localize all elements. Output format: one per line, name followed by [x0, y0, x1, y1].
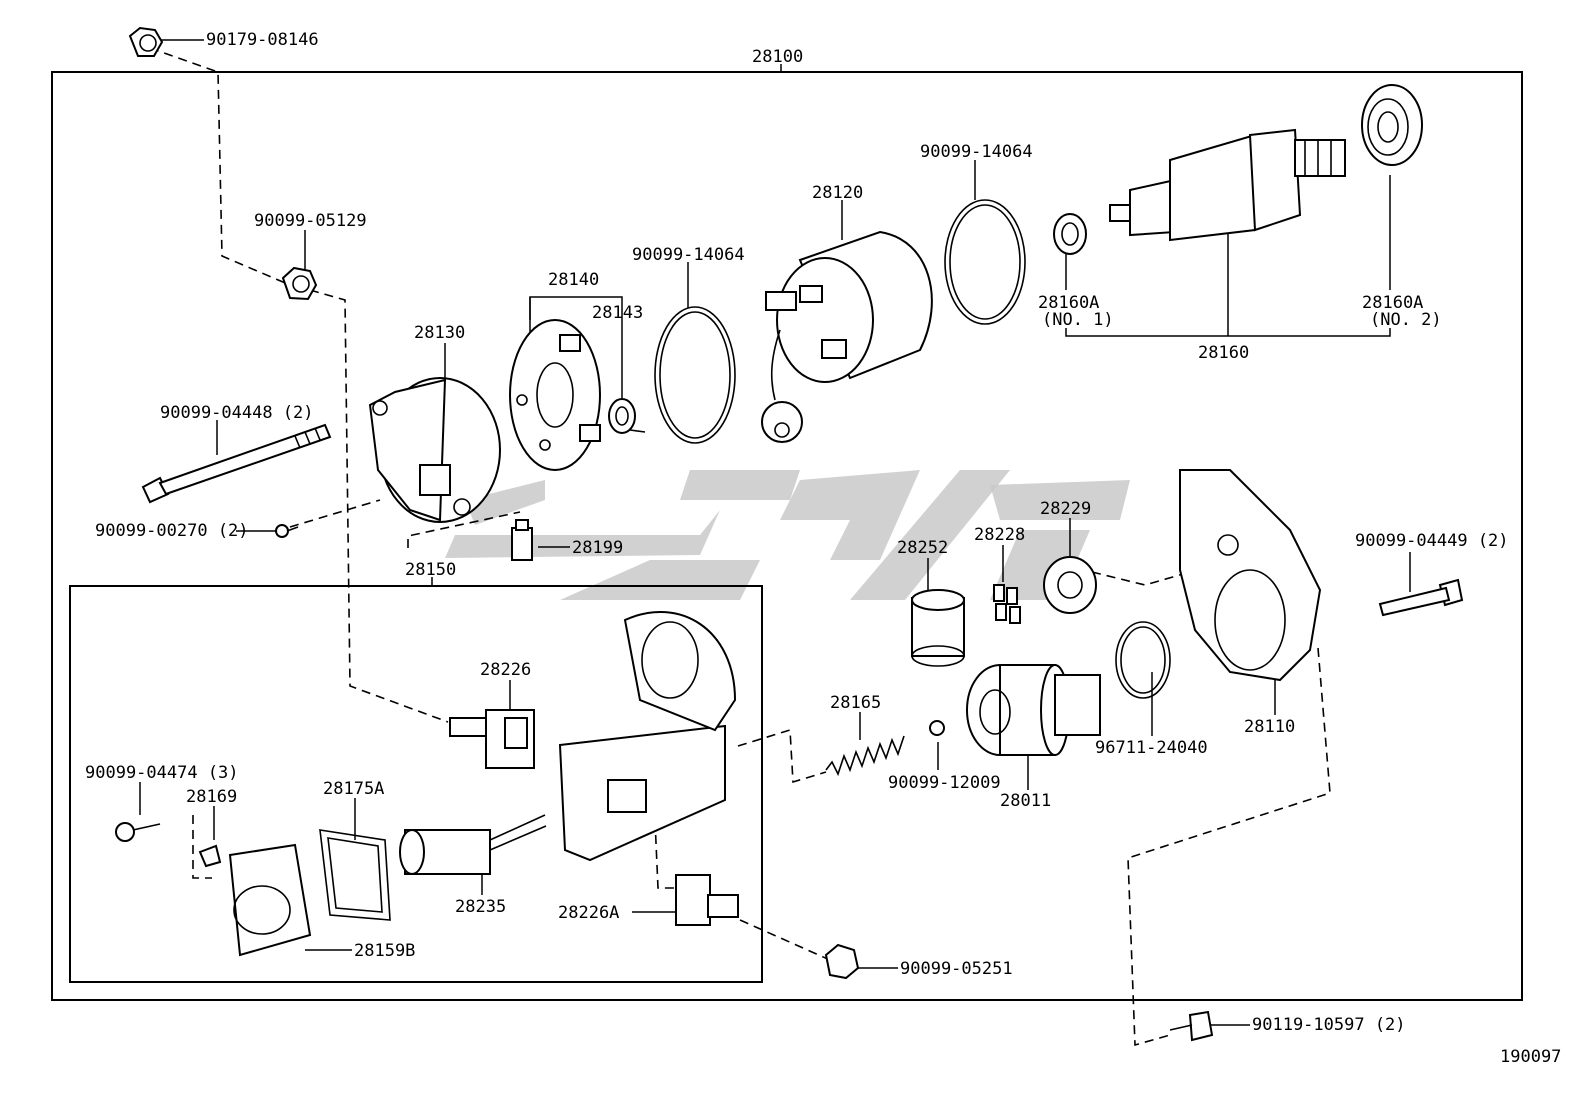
label-28175a: 28175A [323, 779, 384, 799]
part-terminal-28226 [449, 709, 535, 769]
label-28229: 28229 [1040, 499, 1091, 519]
part-bolt-90099-04448 [141, 423, 332, 504]
part-bolt-90119-10597 [1169, 1010, 1214, 1042]
label-28235: 28235 [455, 897, 506, 917]
label-28226a: 28226A [558, 903, 619, 923]
part-ball-90099-12009 [929, 720, 945, 736]
dashed-guides [149, 47, 1331, 1047]
part-labels: 90179-08146 90099-05129 90099-04448 (2) … [85, 30, 1561, 1067]
watermark-logo [445, 470, 1130, 600]
part-oring-96711-24040 [1115, 621, 1171, 699]
label-90119-10597: 90119-10597 (2) [1252, 1015, 1406, 1035]
part-armature-28160 [1109, 128, 1346, 242]
label-28160a-no2-note: (NO. 2) [1370, 310, 1442, 330]
label-28110: 28110 [1244, 717, 1295, 737]
label-90099-12009: 90099-12009 [888, 773, 1001, 793]
part-bolt-90099-04474 [115, 822, 161, 842]
part-28169 [198, 844, 222, 868]
label-28120: 28120 [812, 183, 863, 203]
label-90099-14064-a: 90099-14064 [632, 245, 745, 265]
part-nut-90179-08146 [128, 26, 164, 57]
label-28252: 28252 [897, 538, 948, 558]
part-cover-28159b [228, 843, 312, 957]
label-sub-assembly: 28150 [405, 560, 456, 580]
part-housing-28110 [1179, 469, 1322, 682]
label-28165: 28165 [830, 693, 881, 713]
label-96711-24040: 96711-24040 [1095, 738, 1208, 758]
label-28160a-no1: 28160A [1038, 293, 1099, 313]
part-terminal-28226a [675, 874, 739, 926]
part-bearing-28160a-no2 [1361, 84, 1423, 166]
label-90099-00270: 90099-00270 (2) [95, 521, 249, 541]
label-90099-14064-b: 90099-14064 [920, 142, 1033, 162]
label-90099-04448: 90099-04448 (2) [160, 403, 314, 423]
label-28140: 28140 [548, 270, 599, 290]
label-28199: 28199 [572, 538, 623, 558]
label-90099-05251: 90099-05251 [900, 959, 1013, 979]
part-bearing-28160a-no1 [1053, 213, 1087, 255]
part-oring-90099-14064b [944, 199, 1026, 325]
label-main-assembly: 28100 [752, 47, 803, 67]
part-spring-28143 [608, 398, 646, 434]
label-90099-05129: 90099-05129 [254, 211, 367, 231]
part-end-frame-28130 [368, 377, 501, 523]
part-brush-holder-28140 [509, 319, 601, 471]
label-28159b: 28159B [354, 941, 415, 961]
part-spring-28165 [825, 735, 905, 777]
label-28226: 28226 [480, 660, 531, 680]
label-28160: 28160 [1198, 343, 1249, 363]
part-nut-90099-05129 [281, 266, 318, 301]
label-28130: 28130 [414, 323, 465, 343]
part-oring-90099-14064a [654, 306, 736, 444]
part-screw-90099-00270 [275, 524, 299, 538]
label-90099-04474: 90099-04474 (3) [85, 763, 239, 783]
part-yoke-28120 [761, 230, 933, 443]
part-clutch-28011 [966, 664, 1101, 756]
label-28143: 28143 [592, 303, 643, 323]
part-retainer-28229 [1043, 556, 1097, 614]
label-28228: 28228 [974, 525, 1025, 545]
label-28011: 28011 [1000, 791, 1051, 811]
label-28160a-no2: 28160A [1362, 293, 1423, 313]
part-gear-28252 [911, 589, 965, 667]
part-28199 [511, 519, 533, 561]
main-assembly-frame [51, 71, 1523, 1001]
sub-assembly-frame [69, 585, 763, 983]
label-28160a-no1-note: (NO. 1) [1042, 310, 1114, 330]
part-nut-90099-05251 [824, 943, 860, 980]
diagram-code: 190097 [1500, 1047, 1561, 1067]
part-gasket-28175a [319, 829, 391, 921]
part-rollers-28228 [993, 584, 1021, 624]
label-28169: 28169 [186, 787, 237, 807]
leader-lines [139, 39, 1411, 1026]
part-magnetic-switch [558, 610, 737, 862]
label-90179-08146: 90179-08146 [206, 30, 319, 50]
part-bolt-90099-04449 [1378, 578, 1464, 617]
part-plunger-28235 [399, 814, 547, 875]
label-90099-04449: 90099-04449 (2) [1355, 531, 1509, 551]
